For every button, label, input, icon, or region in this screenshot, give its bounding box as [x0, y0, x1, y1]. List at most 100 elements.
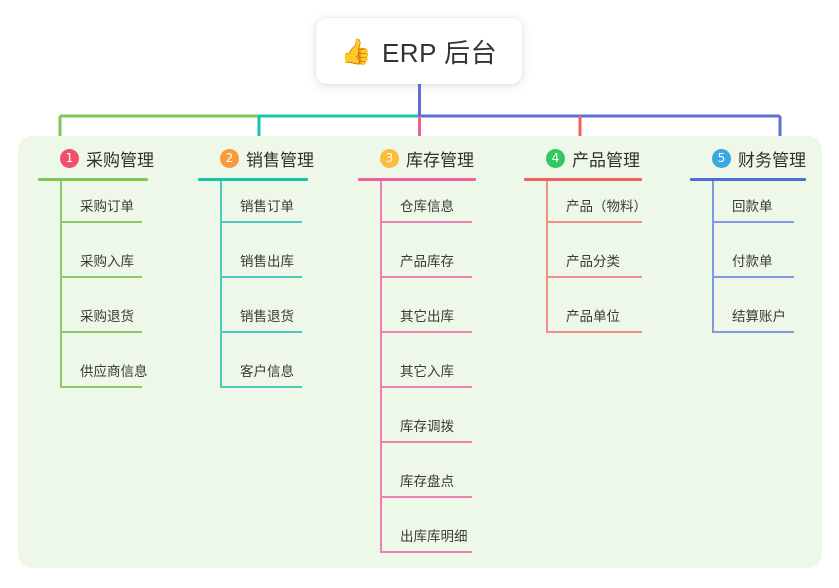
- branch-spine: [60, 181, 62, 388]
- leaf-underline: [380, 496, 472, 498]
- column-header-1[interactable]: 1 采购管理: [38, 146, 154, 170]
- column-title: 库存管理: [406, 150, 474, 170]
- column-5: 5 财务管理回款单付款单结算账户: [690, 146, 806, 346]
- branch-spine: [546, 181, 548, 333]
- column-underline: [358, 178, 476, 181]
- leaf-label: 其它入库: [400, 364, 454, 379]
- leaf-label: 销售订单: [240, 199, 294, 214]
- column-badge-icon: 3: [380, 148, 399, 168]
- leaf-underline: [712, 331, 794, 333]
- column-header-4[interactable]: 4 产品管理: [524, 146, 642, 170]
- branch-spine: [220, 181, 222, 388]
- leaf-label: 销售退货: [240, 309, 294, 324]
- leaf-item[interactable]: 回款单: [690, 181, 806, 236]
- leaf-underline: [380, 441, 472, 443]
- branch-spine: [380, 181, 382, 553]
- leaf-item[interactable]: 采购订单: [38, 181, 154, 236]
- leaf-item[interactable]: 其它入库: [358, 346, 476, 401]
- column-badge-icon: 5: [712, 148, 731, 168]
- column-underline: [690, 178, 806, 181]
- leaf-underline: [380, 221, 472, 223]
- leaf-underline: [712, 221, 794, 223]
- leaf-label: 客户信息: [240, 364, 294, 379]
- column-header-5[interactable]: 5 财务管理: [690, 146, 806, 170]
- column-branch: 回款单付款单结算账户: [690, 181, 806, 346]
- leaf-item[interactable]: 其它出库: [358, 291, 476, 346]
- column-1: 1 采购管理采购订单采购入库采购退货供应商信息: [38, 146, 154, 401]
- column-badge-icon: 2: [220, 148, 239, 168]
- leaf-item[interactable]: 供应商信息: [38, 346, 154, 401]
- leaf-item[interactable]: 采购入库: [38, 236, 154, 291]
- column-branch: 采购订单采购入库采购退货供应商信息: [38, 181, 154, 401]
- leaf-label: 仓库信息: [400, 199, 454, 214]
- leaf-underline: [220, 331, 302, 333]
- leaf-item[interactable]: 付款单: [690, 236, 806, 291]
- leaf-label: 库存调拨: [400, 419, 454, 434]
- leaf-underline: [60, 386, 142, 388]
- leaf-underline: [546, 276, 642, 278]
- leaf-label: 结算账户: [732, 309, 786, 324]
- root-title: ERP 后台: [381, 37, 498, 68]
- leaf-underline: [380, 276, 472, 278]
- leaf-item[interactable]: 产品分类: [524, 236, 642, 291]
- leaf-item[interactable]: 产品（物料）: [524, 181, 647, 236]
- column-badge-icon: 1: [60, 148, 79, 168]
- thumbs-up-icon: 👍: [340, 36, 372, 66]
- leaf-label: 产品库存: [400, 254, 454, 269]
- leaf-underline: [546, 221, 642, 223]
- leaf-label: 付款单: [732, 254, 773, 269]
- leaf-label: 产品单位: [566, 309, 620, 324]
- leaf-item[interactable]: 销售订单: [198, 181, 314, 236]
- branch-spine: [712, 181, 714, 333]
- leaf-label: 产品（物料）: [566, 199, 647, 214]
- leaf-label: 采购入库: [80, 254, 134, 269]
- column-title: 产品管理: [572, 150, 640, 170]
- leaf-underline: [380, 386, 472, 388]
- column-underline: [524, 178, 642, 181]
- leaf-item[interactable]: 销售退货: [198, 291, 314, 346]
- leaf-underline: [546, 331, 642, 333]
- leaf-label: 采购退货: [80, 309, 134, 324]
- leaf-item[interactable]: 采购退货: [38, 291, 154, 346]
- leaf-label: 库存盘点: [400, 474, 454, 489]
- column-branch: 产品（物料） 产品分类产品单位: [524, 181, 647, 346]
- column-underline: [198, 178, 308, 181]
- leaf-item[interactable]: 库存盘点: [358, 456, 476, 511]
- column-title: 财务管理: [738, 150, 806, 170]
- root-node[interactable]: 👍 ERP 后台: [316, 18, 522, 84]
- leaf-underline: [220, 386, 302, 388]
- column-2: 2 销售管理销售订单销售出库销售退货客户信息: [198, 146, 314, 401]
- column-underline: [38, 178, 148, 181]
- leaf-underline: [380, 331, 472, 333]
- leaf-item[interactable]: 客户信息: [198, 346, 314, 401]
- leaf-label: 销售出库: [240, 254, 294, 269]
- leaf-underline: [220, 276, 302, 278]
- column-title: 采购管理: [86, 150, 154, 170]
- column-badge-icon: 4: [546, 148, 565, 168]
- leaf-underline: [60, 331, 142, 333]
- column-4: 4 产品管理产品（物料） 产品分类产品单位: [524, 146, 647, 346]
- leaf-label: 回款单: [732, 199, 773, 214]
- column-branch: 仓库信息产品库存其它出库其它入库库存调拨库存盘点出库库明细: [358, 181, 476, 566]
- column-title: 销售管理: [246, 150, 314, 170]
- leaf-label: 产品分类: [566, 254, 620, 269]
- leaf-underline: [712, 276, 794, 278]
- leaf-item[interactable]: 库存调拨: [358, 401, 476, 456]
- leaf-item[interactable]: 产品单位: [524, 291, 642, 346]
- leaf-item[interactable]: 仓库信息: [358, 181, 476, 236]
- leaf-label: 其它出库: [400, 309, 454, 324]
- leaf-underline: [60, 221, 142, 223]
- leaf-item[interactable]: 出库库明细: [358, 511, 476, 566]
- leaf-underline: [380, 551, 472, 553]
- leaf-underline: [60, 276, 142, 278]
- column-header-3[interactable]: 3 库存管理: [358, 146, 476, 170]
- column-branch: 销售订单销售出库销售退货客户信息: [198, 181, 314, 401]
- leaf-label: 出库库明细: [400, 529, 468, 544]
- leaf-label: 供应商信息: [80, 364, 148, 379]
- column-3: 3 库存管理仓库信息产品库存其它出库其它入库库存调拨库存盘点出库库明细: [358, 146, 476, 566]
- leaf-underline: [220, 221, 302, 223]
- column-header-2[interactable]: 2 销售管理: [198, 146, 314, 170]
- leaf-item[interactable]: 产品库存: [358, 236, 476, 291]
- leaf-item[interactable]: 销售出库: [198, 236, 314, 291]
- leaf-item[interactable]: 结算账户: [690, 291, 806, 346]
